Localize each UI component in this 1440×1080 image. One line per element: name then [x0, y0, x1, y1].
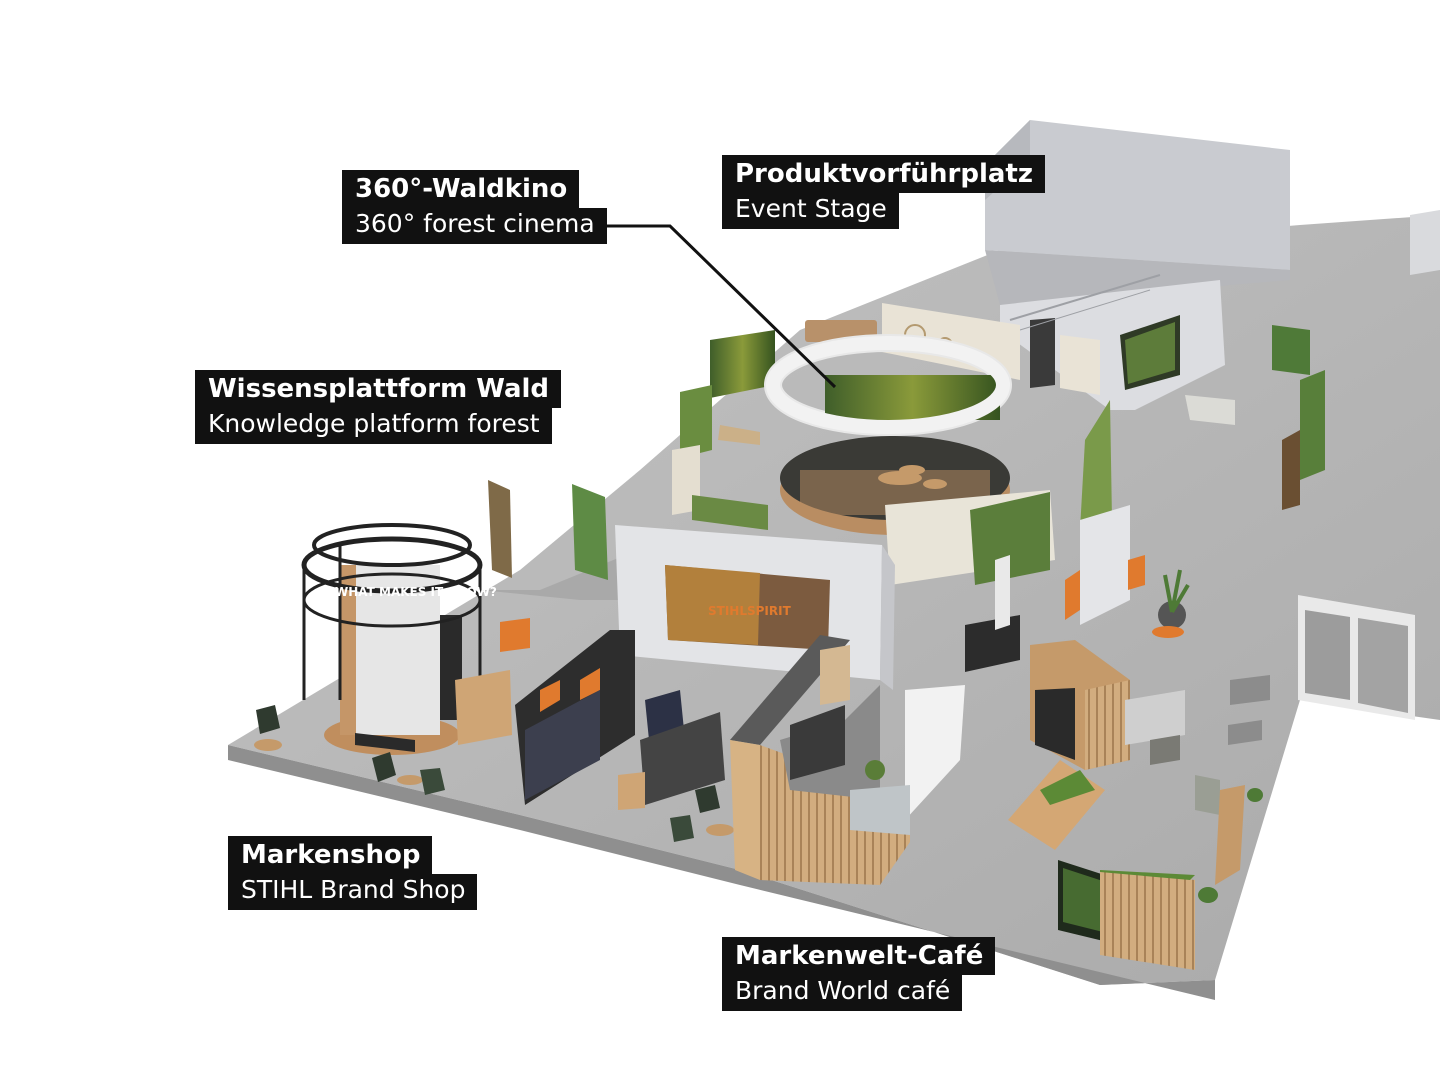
label-subtitle: STIHL Brand Shop: [228, 874, 478, 910]
right-exhibit-screens: [1185, 210, 1440, 510]
shop-seating: [254, 705, 734, 842]
glass-door: [1298, 595, 1415, 720]
cafe-counter: [730, 635, 965, 885]
label-subtitle: Event Stage: [722, 193, 899, 229]
label-subtitle: Knowledge platform forest: [195, 408, 552, 444]
knowledge-panels: [488, 320, 877, 580]
forest-cinema: [764, 334, 1055, 585]
right-partition: [965, 505, 1190, 672]
label-brand-shop: Markenshop STIHL Brand Shop: [228, 836, 478, 910]
label-event-stage: Produktvorführplatz Event Stage: [722, 155, 1045, 229]
label-title: Wissensplattform Wald: [195, 370, 562, 408]
tower-what-makes-it-grow: WHAT MAKES IT GROW?: [301, 523, 512, 755]
label-title: Produktvorführplatz: [722, 155, 1045, 193]
label-subtitle: Brand World café: [722, 975, 963, 1011]
event-stage-building: [985, 120, 1290, 410]
label-knowledge-platform: Wissensplattform Wald Knowledge platform…: [195, 370, 562, 444]
orange-display-table: [500, 618, 530, 652]
cinema-callout-line: [605, 224, 837, 389]
tower-signage-text: WHAT MAKES IT GROW?: [335, 585, 497, 599]
cafe-seating: [1008, 626, 1270, 970]
curved-panel-right: [1080, 400, 1112, 530]
label-title: Markenshop: [228, 836, 433, 874]
screen-logo: STIHLSPIRIT: [708, 604, 792, 618]
label-subtitle: 360° forest cinema: [342, 208, 607, 244]
label-brand-world-cafe: Markenwelt-Café Brand World café: [722, 937, 996, 1011]
cafe-kiosk: [1030, 640, 1130, 770]
label-title: 360°-Waldkino: [342, 170, 580, 208]
label-360-forest-cinema: 360°-Waldkino 360° forest cinema: [342, 170, 607, 244]
label-title: Markenwelt-Café: [722, 937, 996, 975]
brand-shop-shelves: [515, 630, 725, 810]
